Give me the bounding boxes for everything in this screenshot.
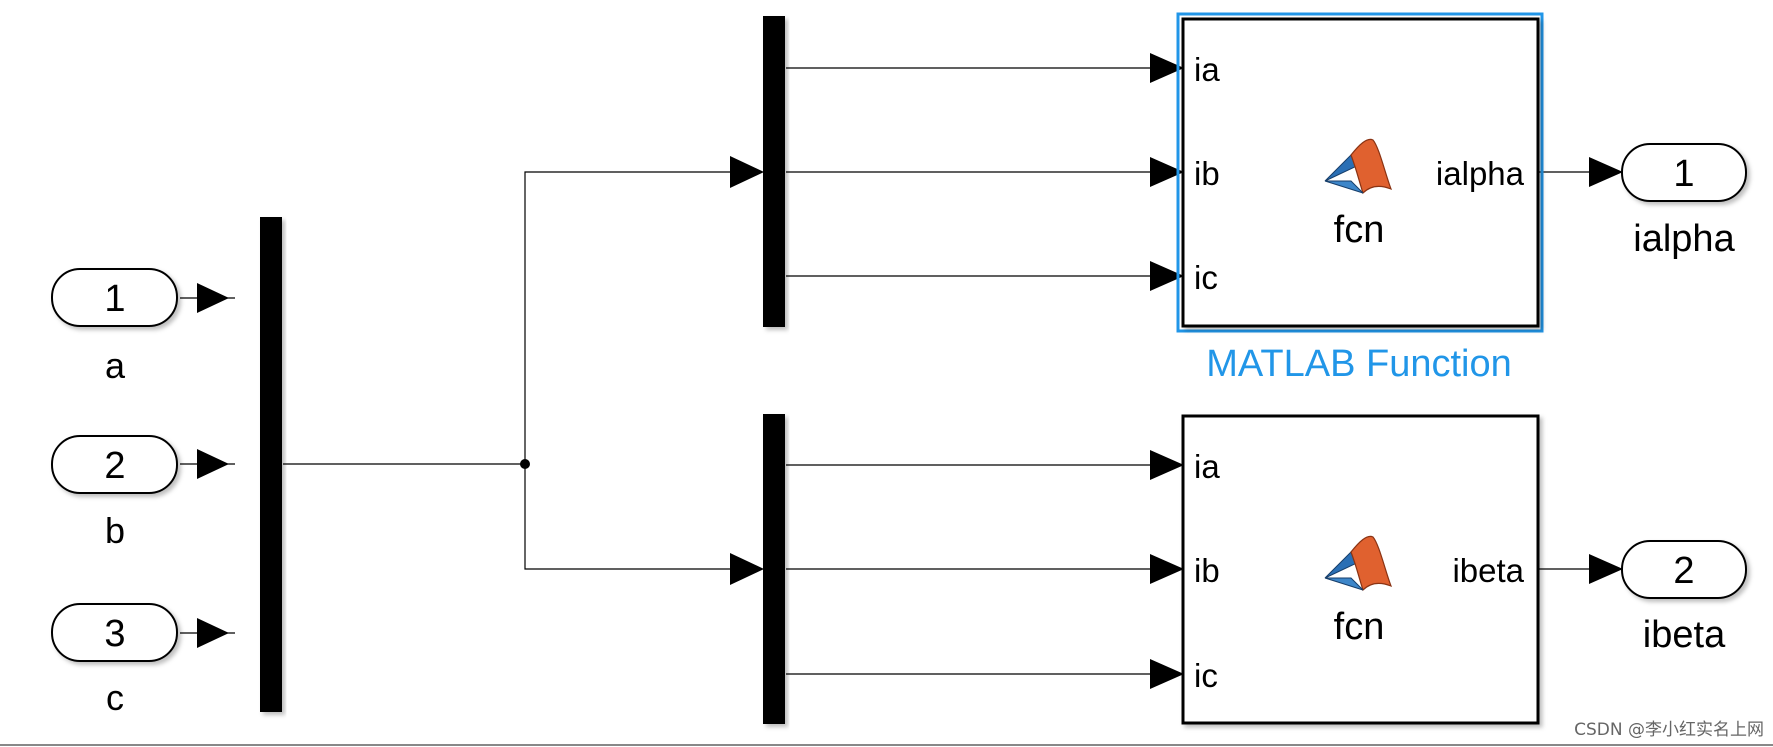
outport-name: ibeta <box>1643 614 1726 656</box>
input-port-label: ib <box>1194 155 1220 192</box>
matlab-logo-icon <box>1324 535 1393 592</box>
inport-a[interactable]: 1 a <box>51 268 178 386</box>
arrow-out2 <box>1589 554 1623 584</box>
demux-block-upper[interactable] <box>763 16 785 327</box>
demux-block-lower[interactable] <box>763 414 785 724</box>
mux-block[interactable] <box>260 217 282 712</box>
branch-upper[interactable] <box>524 171 740 464</box>
inport-name: b <box>105 510 125 551</box>
inport-c[interactable]: 3 c <box>51 603 178 718</box>
inport-name: c <box>106 677 124 718</box>
arrow-fcn1-ib <box>1150 157 1184 187</box>
arrowheads <box>197 53 1623 689</box>
watermark: CSDN @李小红实名上网 <box>1574 720 1764 740</box>
block-name-label[interactable]: MATLAB Function <box>1206 343 1512 385</box>
arrow-b <box>197 449 229 479</box>
outport-number: 1 <box>1673 153 1694 195</box>
arrow-fcn2-ic <box>1150 659 1184 689</box>
arrow-fcn2-ib <box>1150 554 1184 584</box>
inport-b[interactable]: 2 b <box>51 435 178 551</box>
branch-point <box>520 459 530 469</box>
input-port-label: ic <box>1194 657 1218 694</box>
fcn-label: fcn <box>1334 209 1385 251</box>
input-port-label: ia <box>1194 448 1220 485</box>
arrow-demux2-in <box>730 553 764 585</box>
inport-number: 3 <box>104 613 125 655</box>
fcn-label: fcn <box>1334 606 1385 648</box>
output-port-label: ialpha <box>1436 155 1525 192</box>
matlab-logo-icon <box>1324 138 1393 195</box>
inport-number: 2 <box>104 445 125 487</box>
output-port-label: ibeta <box>1452 552 1524 589</box>
input-port-label: ia <box>1194 51 1220 88</box>
arrow-a <box>197 283 229 313</box>
arrow-out1 <box>1589 157 1623 187</box>
inport-name: a <box>105 345 126 386</box>
matlab-function-block-2[interactable]: ia ib ic ibeta fcn <box>1181 414 1540 725</box>
inport-shape[interactable] <box>51 435 178 494</box>
selection-outline <box>1176 12 1544 333</box>
arrow-fcn1-ia <box>1150 53 1184 83</box>
outport-name: ialpha <box>1633 218 1735 260</box>
outport-shape[interactable] <box>1621 143 1747 202</box>
signal-lines <box>180 67 1593 675</box>
arrow-fcn1-ic <box>1150 261 1184 291</box>
inport-shape[interactable] <box>51 603 178 662</box>
outport-ialpha[interactable]: 1 ialpha <box>1621 143 1747 260</box>
outport-number: 2 <box>1673 550 1694 592</box>
input-port-label: ib <box>1194 552 1220 589</box>
matlab-function-block-1[interactable]: ia ib ic ialpha fcn MATLAB Function <box>1176 12 1544 385</box>
arrow-fcn2-ia <box>1150 450 1184 480</box>
arrow-demux1-in <box>730 156 764 188</box>
arrow-c <box>197 618 229 648</box>
input-port-label: ic <box>1194 259 1218 296</box>
outport-ibeta[interactable]: 2 ibeta <box>1621 540 1747 656</box>
outport-shape[interactable] <box>1621 540 1747 599</box>
inport-number: 1 <box>104 278 125 320</box>
branch-lower[interactable] <box>524 464 740 570</box>
inport-shape[interactable] <box>51 268 178 327</box>
